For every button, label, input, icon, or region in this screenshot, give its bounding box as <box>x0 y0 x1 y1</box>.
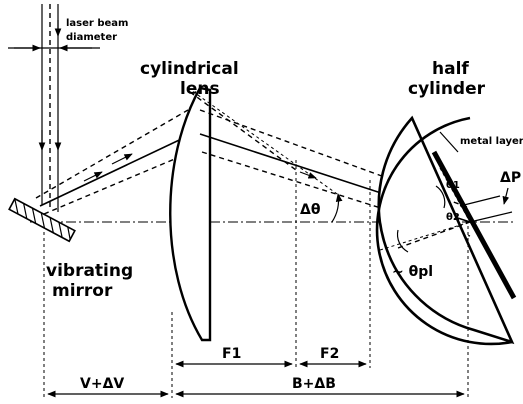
label-theta2: θ2 <box>446 212 460 223</box>
label-laser-beam: laser beam <box>66 18 128 29</box>
label-f2: F2 <box>320 346 339 362</box>
label-vibrating: vibrating <box>46 261 133 281</box>
label-cylindrical: cylindrical <box>140 59 239 79</box>
cylindrical-lens <box>169 86 212 342</box>
theta1-arc <box>435 185 446 209</box>
metal-layer <box>431 150 517 300</box>
vibrating-mirror <box>8 197 76 243</box>
ray-arrow-2 <box>111 153 133 165</box>
ray-mirror-lens-mid <box>39 133 193 207</box>
label-theta1: θ1 <box>446 180 460 191</box>
label-mirror: mirror <box>52 281 113 301</box>
ray-mirror-lens-low <box>43 149 197 215</box>
label-lens: lens <box>180 79 220 99</box>
delta-p-arrow <box>502 187 510 205</box>
delta-theta-arc <box>331 193 343 223</box>
half-cylinder-arc <box>375 116 513 346</box>
normal-line <box>379 221 471 251</box>
theta-pl-arc <box>396 229 409 253</box>
label-diameter: diameter <box>66 32 117 43</box>
delta-p-line-1 <box>459 195 501 207</box>
label-cylinder: cylinder <box>408 79 486 99</box>
label-theta-pl: ~ θpl <box>392 264 433 280</box>
label-b-db: B+ΔB <box>292 376 336 392</box>
ray-lens-cylinder-dash-top <box>199 109 471 209</box>
ray-lens-left-fan <box>187 87 341 197</box>
label-v-dv: V+ΔV <box>80 376 124 392</box>
theta-pl-dash <box>397 221 471 249</box>
metal-layer-pointer <box>439 131 459 153</box>
reflected-ray <box>439 167 471 223</box>
label-f1: F1 <box>222 346 241 362</box>
ray-arrow-3 <box>299 171 317 179</box>
ray-arrow-1 <box>83 171 103 182</box>
label-metal-layer: metal layer <box>460 136 523 147</box>
delta-p-line-2 <box>469 211 513 223</box>
ray-lens-top-to-focal <box>189 91 297 171</box>
label-delta-theta: Δθ <box>300 202 321 218</box>
label-delta-p: ΔP <box>500 170 521 186</box>
label-half: half <box>432 59 469 79</box>
ray-mirror-lens-top <box>35 109 189 199</box>
